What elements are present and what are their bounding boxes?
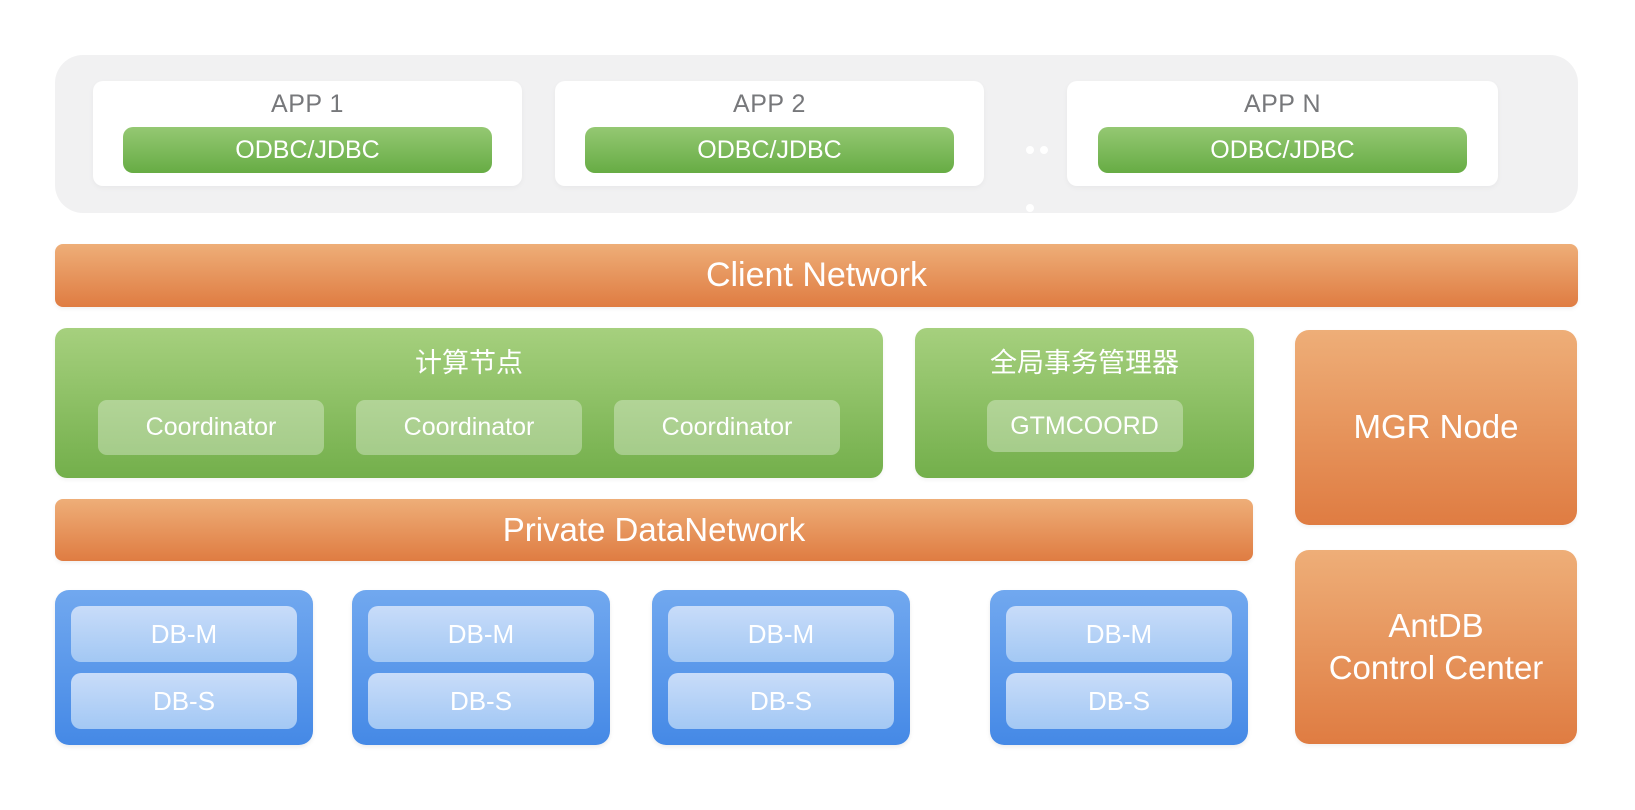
app-n-title: APP N: [1243, 90, 1322, 118]
db-group-1: DB-M DB-S: [55, 590, 313, 745]
db-group-2: DB-M DB-S: [352, 590, 610, 745]
app-card-n: APP N ODBC/JDBC: [1067, 81, 1498, 186]
app-2-title: APP 2: [733, 90, 806, 118]
db-group-4: DB-M DB-S: [990, 590, 1248, 745]
db-master-chip: DB-M: [71, 606, 297, 662]
mgr-node-box: MGR Node: [1295, 330, 1577, 525]
compute-node-box: 计算节点 Coordinator Coordinator Coordinator: [55, 328, 883, 478]
antdb-control-center-box: AntDB Control Center: [1295, 550, 1577, 744]
private-data-network-bar: Private DataNetwork: [55, 499, 1253, 561]
gtm-row: GTMCOORD: [915, 400, 1254, 452]
odbc-jdbc-badge-1: ODBC/JDBC: [123, 127, 492, 173]
odbc-jdbc-badge-n: ODBC/JDBC: [1098, 127, 1467, 173]
gtmcoord-chip: GTMCOORD: [986, 400, 1183, 452]
db-standby-chip: DB-S: [71, 673, 297, 729]
control-center-line-2: Control Center: [1328, 649, 1544, 686]
ellipsis-dot-icon: [1040, 146, 1048, 154]
app-card-2: APP 2 ODBC/JDBC: [555, 81, 984, 186]
control-center-line-1: AntDB: [1388, 606, 1484, 644]
app-card-1: APP 1 ODBC/JDBC: [93, 81, 522, 186]
db-master-chip: DB-M: [1006, 606, 1232, 662]
db-standby-chip: DB-S: [1006, 673, 1232, 729]
coordinator-chip-2: Coordinator: [356, 400, 582, 455]
coordinator-chip-1: Coordinator: [98, 400, 324, 455]
db-master-chip: DB-M: [668, 606, 894, 662]
db-standby-chip: DB-S: [668, 673, 894, 729]
app-layer-container: APP 1 ODBC/JDBC APP 2 ODBC/JDBC APP N OD…: [55, 55, 1578, 213]
db-standby-chip: DB-S: [368, 673, 594, 729]
app-1-title: APP 1: [271, 90, 344, 118]
odbc-jdbc-badge-2: ODBC/JDBC: [585, 127, 954, 173]
client-network-bar: Client Network: [55, 244, 1578, 307]
ellipsis-dot-icon: [1026, 204, 1034, 212]
coordinator-chip-3: Coordinator: [614, 400, 840, 455]
ellipsis-dot-icon: [1026, 146, 1034, 154]
mgr-node-label: MGR Node: [1353, 408, 1519, 446]
db-master-chip: DB-M: [368, 606, 594, 662]
gtm-title: 全局事务管理器: [990, 348, 1179, 378]
gtm-box: 全局事务管理器 GTMCOORD: [915, 328, 1254, 478]
compute-node-title: 计算节点: [415, 348, 523, 378]
coordinator-row: Coordinator Coordinator Coordinator: [55, 400, 883, 455]
db-group-3: DB-M DB-S: [652, 590, 910, 745]
